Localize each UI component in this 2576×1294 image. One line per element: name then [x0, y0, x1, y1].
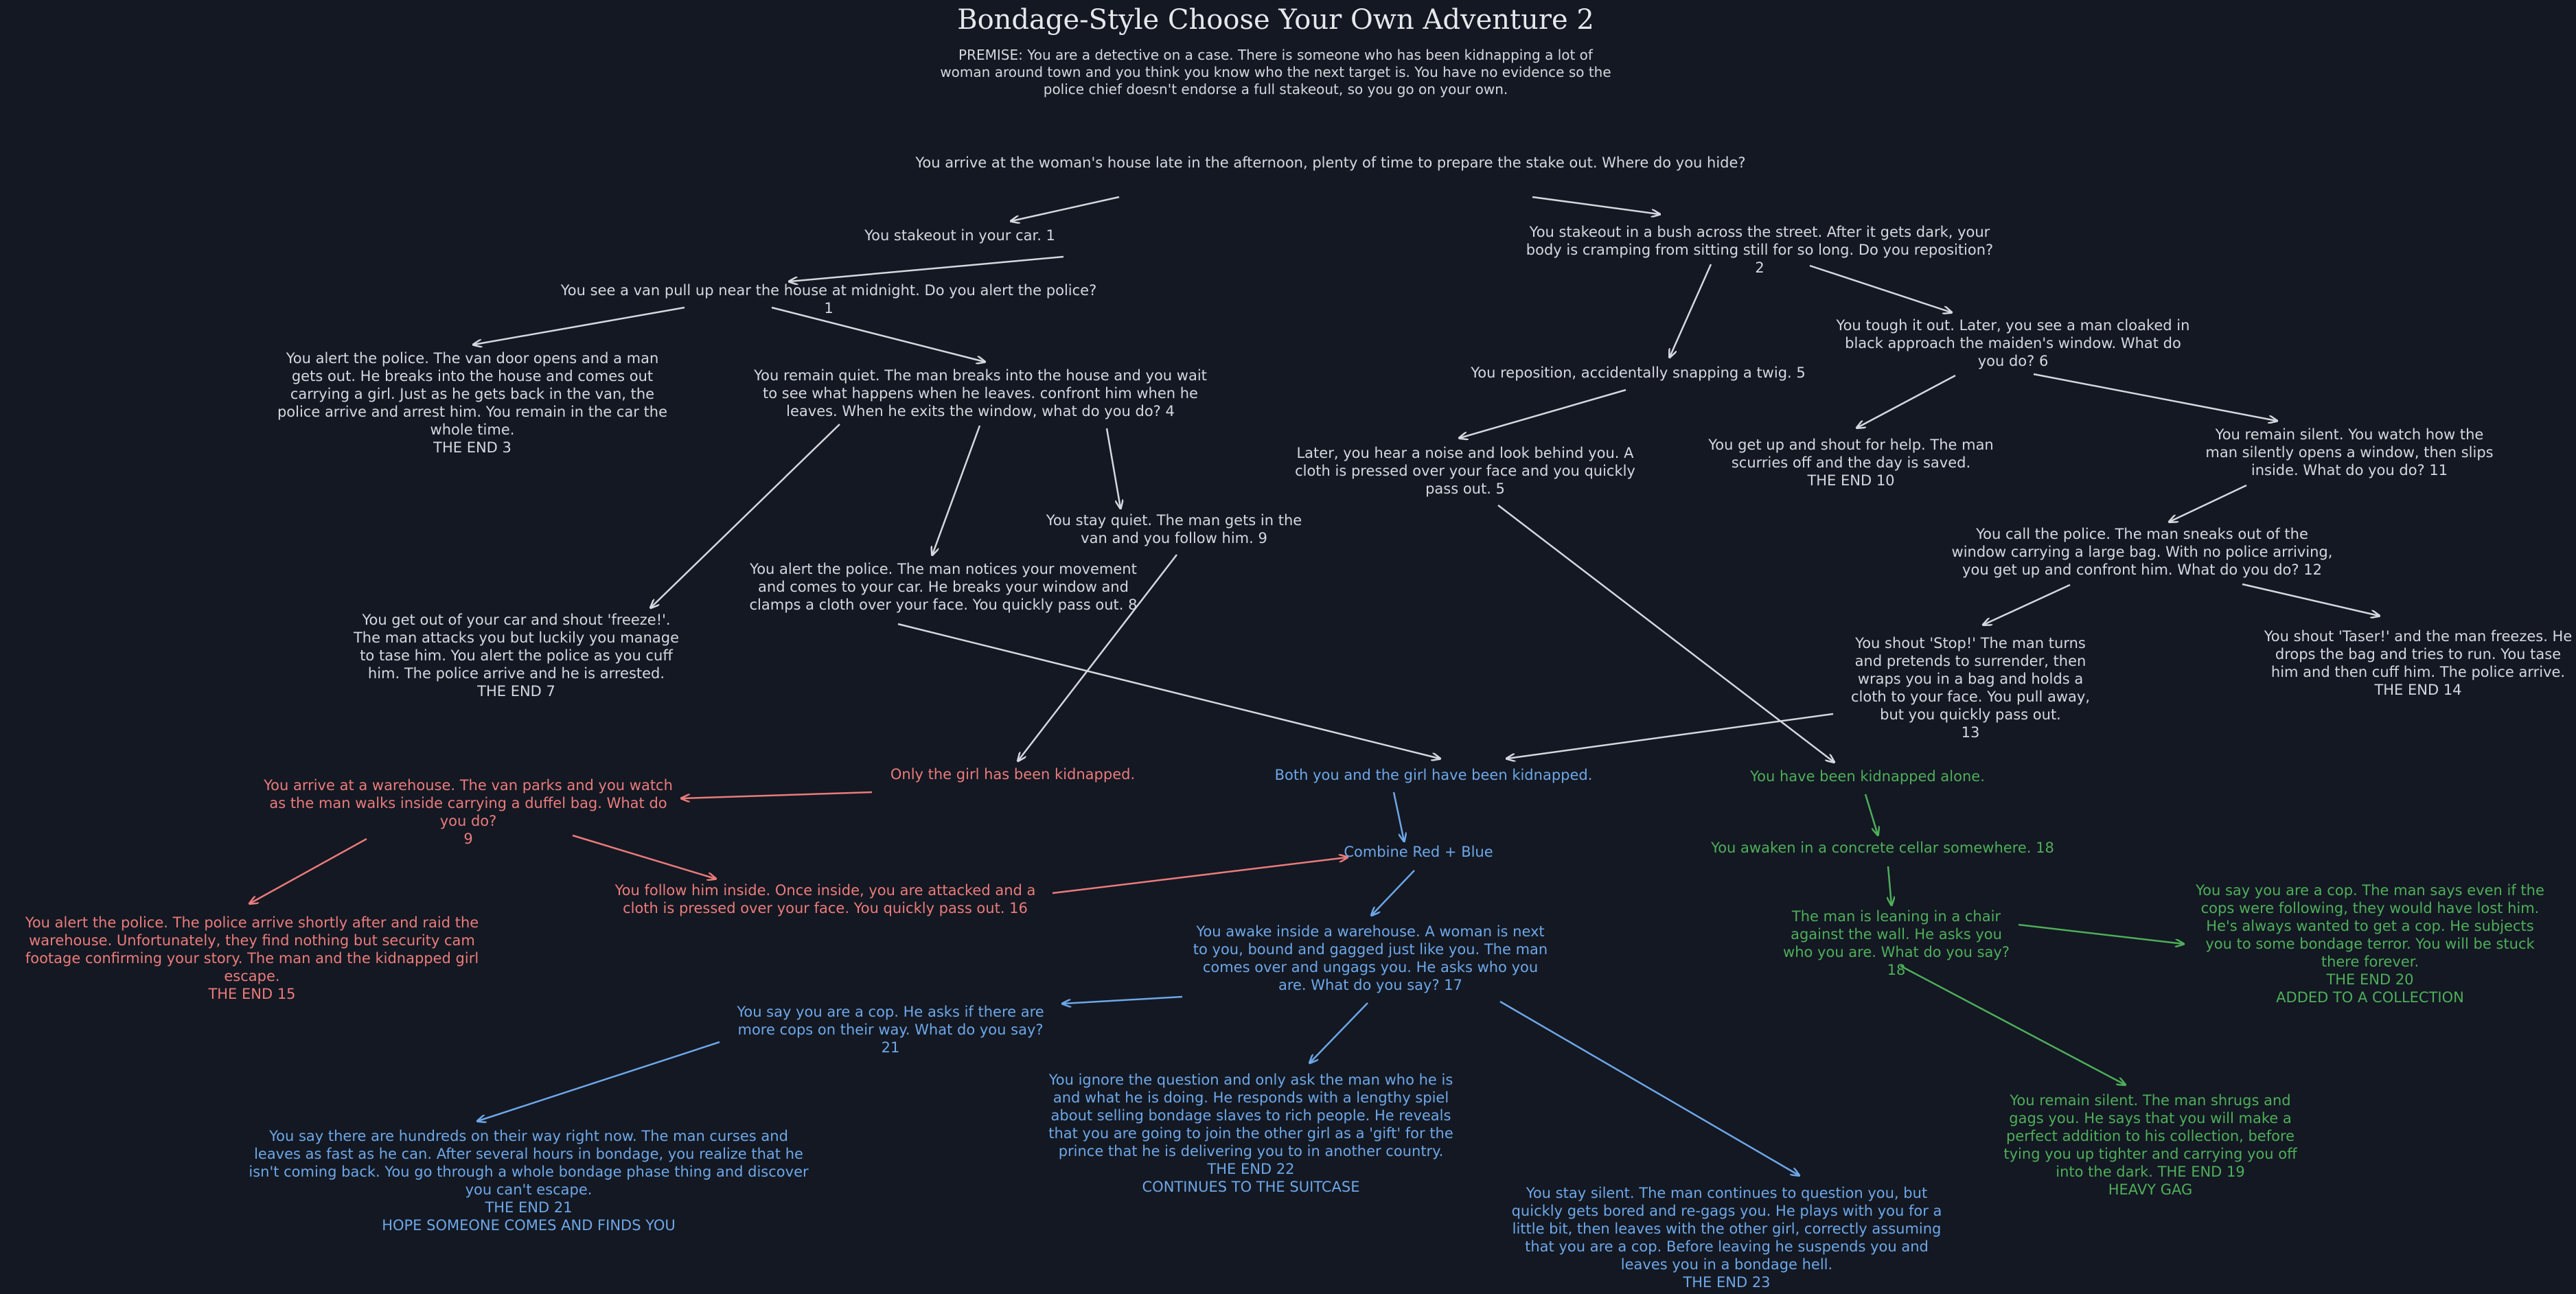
node-combine: Combine Red + Blue: [1344, 844, 1493, 860]
arrow-quiet4-to-freeze7: [651, 424, 840, 608]
node-cop-21: You say you are a cop. He asks if there …: [737, 1004, 1044, 1056]
arrow-awake17-to-silent23: [1499, 1000, 1799, 1175]
node-follow-16: You follow him inside. Once inside, you …: [614, 882, 1036, 916]
node-alert-police-3: You alert the police. The van door opens…: [277, 350, 668, 456]
node-remain-silent-11: You remain silent. You watch how the man…: [2205, 426, 2494, 478]
node-call-police-12: You call the police. The man sneaks out …: [1951, 526, 2333, 578]
arrow-awake17-to-cop21: [1063, 995, 1183, 1004]
node-cellar-18: You awaken in a concrete cellar somewher…: [1711, 840, 2054, 856]
arrow-both-to-combine: [1392, 792, 1404, 841]
arrow-girl-to-warehouse: [682, 791, 873, 798]
node-ignore-22: You ignore the question and only ask the…: [1048, 1072, 1453, 1195]
node-hundreds-21: You say there are hundreds on their way …: [249, 1128, 809, 1234]
arrow-quiet4-to-alert8: [932, 425, 981, 555]
node-cop-20: You say you are a cop. The man says even…: [2196, 882, 2544, 1006]
node-alone-kidnapped: You have been kidnapped alone.: [1750, 768, 1985, 785]
arrow-noise-to-alone: [1497, 505, 1834, 762]
node-car: You stakeout in your car. 1: [864, 227, 1055, 244]
arrow-quiet9-to-girl: [1018, 554, 1177, 761]
node-bush: You stakeout in a bush across the street…: [1526, 224, 1994, 276]
node-van-midnight: You see a van pull up near the house at …: [560, 282, 1097, 316]
arrow-police12-to-stop13: [1983, 584, 2071, 625]
node-start: You arrive at the woman's house late in …: [915, 154, 1746, 171]
arrow-stop13-to-both: [1507, 713, 1834, 759]
arrow-chair-to-silent19: [1900, 964, 2125, 1085]
node-noise-5: Later, you hear a noise and look behind …: [1295, 445, 1635, 497]
node-freeze-7: You get out of your car and shout 'freez…: [353, 612, 680, 700]
arrow-warehouse-to-follow16: [572, 834, 715, 879]
arrow-start-to-car: [1011, 196, 1120, 221]
node-reposition-5: You reposition, accidentally snapping a …: [1471, 365, 1806, 381]
node-both-kidnapped: Both you and the girl have been kidnappe…: [1274, 767, 1593, 783]
node-shout-help-10: You get up and shout for help. The man s…: [1708, 437, 1994, 489]
arrow-start-to-bush: [1532, 196, 1659, 214]
arrow-awake17-to-ignore22: [1310, 1002, 1368, 1063]
page-title: Bondage-Style Choose Your Own Adventure …: [957, 4, 1594, 36]
arrow-alert8-to-both: [897, 623, 1440, 759]
node-awake-17: You awake inside a warehouse. A woman is…: [1193, 923, 1548, 993]
node-tough-6: You tough it out. Later, you see a man c…: [1836, 317, 2190, 369]
arrow-alone-to-cellar: [1864, 794, 1878, 835]
node-silent-23: You stay silent. The man continues to qu…: [1511, 1185, 1942, 1291]
arrow-chair-to-cop20: [2018, 923, 2183, 944]
node-alert-15: You alert the police. The police arrive …: [25, 914, 479, 1002]
arrow-warehouse-to-alert15: [250, 837, 367, 903]
arrow-tough-to-help10: [1857, 374, 1956, 428]
arrow-bush-to-reposition: [1670, 264, 1712, 357]
arrow-car-to-van: [790, 255, 1064, 281]
node-alert-police-8: You alert the police. The man notices yo…: [749, 561, 1138, 613]
arrow-quiet4-to-quiet9: [1105, 428, 1120, 508]
arrow-cellar-to-chair: [1888, 866, 1891, 905]
node-stop-13: You shout 'Stop!' The man turns and pret…: [1850, 635, 2091, 741]
node-taser-14: You shout 'Taser!' and the man freezes. …: [2264, 628, 2573, 698]
node-warehouse-9: You arrive at a warehouse. The van parks…: [264, 777, 673, 847]
arrow-bush-to-tough: [1809, 264, 1951, 312]
node-chair-18: The man is leaning in a chair against th…: [1783, 908, 2010, 978]
arrow-tough-to-silent11: [2033, 373, 2277, 421]
arrow-van-to-alert3: [474, 306, 685, 345]
premise-text: PREMISE: You are a detective on a case. …: [940, 47, 1611, 97]
node-silent-19: You remain silent. The man shrugs and ga…: [2003, 1092, 2297, 1198]
arrow-combine-to-awake17: [1372, 870, 1415, 915]
arrow-police12-to-taser14: [2242, 583, 2379, 616]
node-remain-quiet-4: You remain quiet. The man breaks into th…: [754, 367, 1207, 419]
arrow-reposition-to-noise: [1460, 389, 1626, 438]
arrow-van-to-quiet4: [771, 306, 985, 362]
arrow-silent11-to-police12: [2170, 484, 2247, 522]
arrow-follow16-to-combine: [1052, 857, 1347, 894]
arrow-cop21-to-hundreds21: [478, 1041, 720, 1121]
node-stay-quiet-9: You stay quiet. The man gets in the van …: [1046, 512, 1302, 546]
node-girl-kidnapped: Only the girl has been kidnapped.: [890, 766, 1136, 783]
